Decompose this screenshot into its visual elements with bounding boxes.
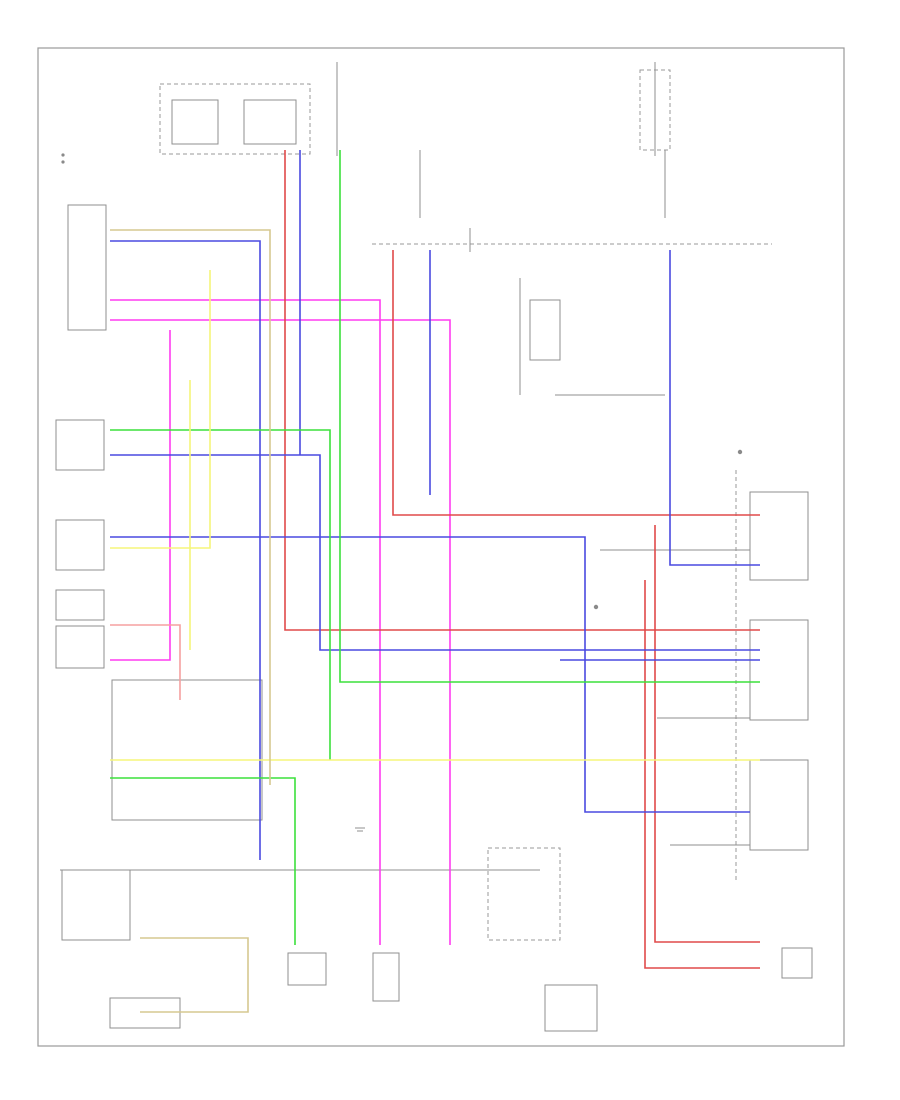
wire-pink-1 (110, 624, 181, 700)
ground-point-g201 (593, 604, 599, 610)
wire-red-3 (654, 525, 760, 943)
wire-red-2 (392, 250, 760, 516)
ground-symbol-1 (355, 827, 365, 832)
wire-yellow-2 (110, 270, 211, 549)
wire-magenta-3 (110, 330, 171, 661)
connector-c5 (55, 625, 105, 669)
wire-magenta-1 (110, 299, 381, 945)
fuse-relay-box (159, 83, 311, 155)
ground-connector (109, 997, 181, 1029)
condenser-fan-motor (781, 947, 813, 979)
connector-c2 (55, 419, 105, 471)
wires-colored (110, 150, 760, 1013)
wire-blue-2 (110, 536, 750, 813)
fan-relay (749, 619, 809, 721)
pressure-switch (544, 984, 598, 1032)
ac-relay (749, 491, 809, 581)
thermo-switch (372, 952, 400, 1002)
legend-dot-2 (61, 160, 65, 164)
wire-olive-2 (140, 937, 249, 1013)
fuse-relay-inner-right (243, 99, 297, 145)
wire-blue-1 (110, 454, 760, 651)
cooling-relay (749, 759, 809, 851)
ac-compressor-clutch (487, 847, 561, 941)
wire-green-2 (110, 429, 331, 760)
wire-green-3 (110, 777, 296, 945)
radiator-fan-motor (287, 952, 327, 986)
connector-c4 (55, 589, 105, 621)
fuse-relay-inner-left (171, 99, 219, 145)
wire-magenta-2 (110, 319, 451, 945)
wire-red-1 (284, 150, 760, 631)
wire-red-4 (644, 580, 760, 969)
legend-dot-1 (61, 153, 65, 157)
pressure-sensor-box (529, 299, 561, 361)
diagram-frame (37, 47, 845, 1047)
connector-c3 (55, 519, 105, 571)
sensor-box (61, 869, 131, 941)
ground-point-g101 (737, 449, 743, 455)
connector-c1 (67, 204, 107, 331)
engine-control-module (111, 679, 263, 821)
wire-green-1 (339, 150, 760, 683)
wire-blue-3 (669, 250, 760, 566)
wire-olive-1 (110, 229, 271, 785)
wire-blue-7 (110, 240, 261, 860)
